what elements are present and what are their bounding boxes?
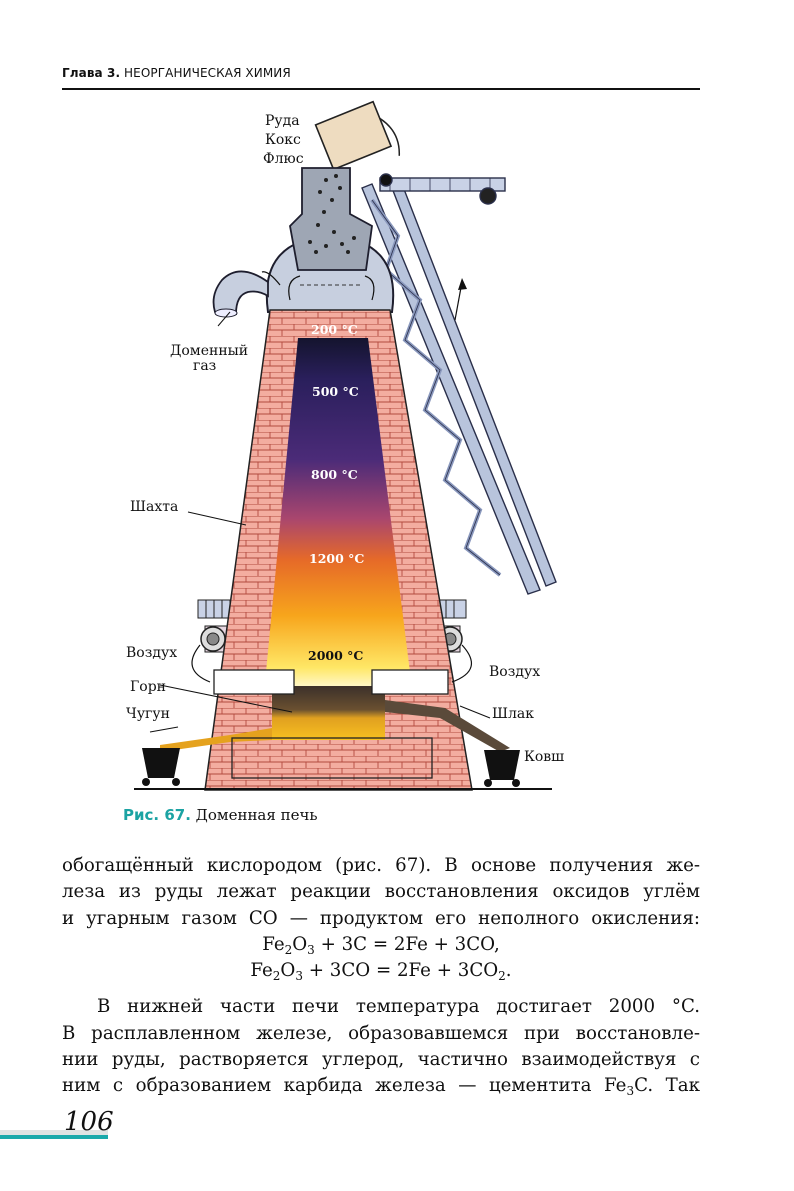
- text-line: В расплавленном железе, образовавшемся п…: [62, 1022, 700, 1044]
- charging-hopper: [289, 167, 373, 271]
- charge-material: [308, 174, 356, 254]
- label-coke: Кокс: [265, 132, 301, 148]
- equation-2: Fe2O3 + 3CO = 2Fe + 3CO2.: [250, 960, 512, 984]
- equation-1: Fe2O3 + 3C = 2Fe + 3CO,: [262, 933, 500, 957]
- label-blast-gas-2: газ: [193, 358, 216, 374]
- page-number: 106: [64, 1107, 114, 1137]
- body-text: обогащённый кислородом (рис. 67). В осно…: [62, 853, 700, 1100]
- text-line: леза из руды лежат реакции восстановлени…: [62, 881, 700, 903]
- temp-2000: 2000 °C: [308, 648, 363, 663]
- temp-800: 800 °C: [311, 467, 358, 482]
- page-number-shadow: [0, 1130, 108, 1135]
- text-line: ним с образованием карбида железа — цеме…: [62, 1075, 701, 1099]
- gas-outlet-pipe: [212, 270, 269, 315]
- label-slag: Шлак: [492, 706, 534, 722]
- label-air-left: Воздух: [126, 645, 177, 661]
- gas-outlet-mouth: [214, 308, 238, 318]
- label-hearth: Горн: [130, 679, 166, 695]
- charge-bucket: [314, 100, 400, 171]
- furnace-foundation: [231, 737, 433, 779]
- skip-arrow-head: [458, 278, 467, 290]
- figure-number: Рис. 67.: [123, 806, 191, 824]
- page-number-bar: [0, 1135, 108, 1139]
- running-header: Глава 3. НЕОРГАНИЧЕСКАЯ ХИМИЯ: [62, 66, 291, 80]
- ladle-left: [142, 748, 180, 786]
- temp-200: 200 °C: [311, 322, 358, 337]
- label-shaft: Шахта: [130, 499, 178, 515]
- label-blast-gas-1: Доменный: [170, 343, 248, 359]
- blast-furnace-illustration: Руда Кокс Флюс Доменный газ Шахта Воздух…: [126, 100, 564, 791]
- tuyere-left: [213, 669, 295, 695]
- text-line: В нижней части печи температура достигае…: [97, 996, 700, 1018]
- label-pig-iron: Чугун: [126, 706, 170, 722]
- label-air-right: Воздух: [489, 664, 540, 680]
- chapter-title: НЕОРГАНИЧЕСКАЯ ХИМИЯ: [124, 66, 291, 80]
- header-rule: [62, 88, 700, 90]
- skip-hoist-ladder: [361, 173, 557, 595]
- figure-caption: Рис. 67. Доменная печь: [123, 806, 318, 824]
- label-flux: Флюс: [263, 151, 304, 167]
- label-ladle: Ковш: [524, 749, 564, 765]
- figure-caption-text: Доменная печь: [195, 806, 318, 824]
- pig-iron-flow: [160, 728, 272, 752]
- text-line: обогащённый кислородом (рис. 67). В осно…: [62, 855, 700, 876]
- text-line: и угарным газом CO — продуктом его непол…: [62, 907, 700, 929]
- ladle-right: [484, 750, 520, 787]
- tuyere-right: [371, 669, 449, 695]
- temp-500: 500 °C: [312, 384, 359, 399]
- furnace-shaft-interior: [266, 338, 410, 686]
- text-line: нии руды, растворяется углерод, частично…: [62, 1049, 700, 1071]
- chapter-number: Глава 3.: [62, 66, 121, 80]
- slag-flow: [385, 700, 510, 752]
- label-ore: Руда: [265, 113, 300, 129]
- temp-1200: 1200 °C: [309, 551, 364, 566]
- furnace-hearth-melt: [272, 686, 385, 740]
